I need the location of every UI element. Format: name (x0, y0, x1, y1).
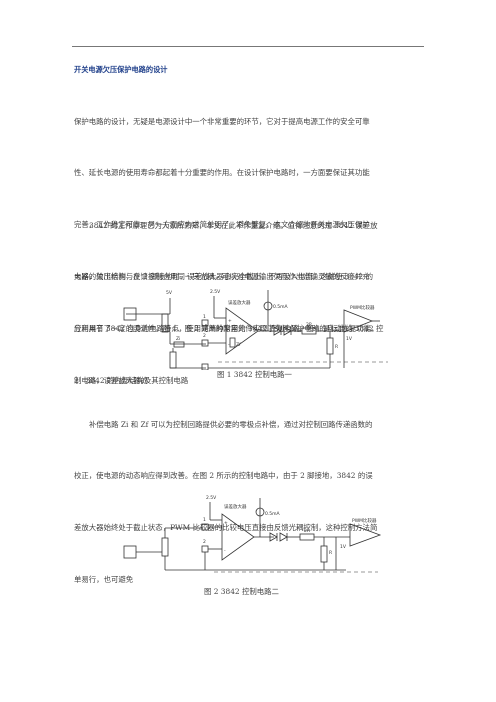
label-pwm: PWM比较器 (350, 304, 375, 311)
text-line: 差放大器始终处于截止状态，PWM 比较器的比较电压直接由反馈光耦控制，这种控制方… (74, 523, 378, 533)
text-line: 保护电路的设计，无疑是电源设计中一个非常重要的环节，它对于提高电源工作的安全可靠 (74, 116, 370, 126)
text-line: 电路，欠压检测与反馈控制合用同一只光耦，可以对电源输出欠压作出准确灵敏的反应并充 (74, 272, 370, 282)
text-line: 补偿电路 Zi 和 Zf 可以为控制回路提供必要的零极点补偿，通过对控制回路传递… (89, 419, 373, 429)
label-error-amp: 误差放大器 (224, 503, 247, 510)
header-rule (72, 46, 424, 47)
text-line: 制电路，误差放大器的 (74, 376, 148, 386)
label-pin1: 1 (203, 314, 206, 320)
text-line: 完善，工作稳定可靠；另一方面应力求简单明了，避免繁复。本文介绍的开关电源欠压保护 (74, 220, 370, 230)
text-line: 单易行，也可避免 (74, 575, 134, 585)
label-zi: Zi (176, 336, 180, 342)
label-pin2: 2 (203, 539, 206, 545)
label-plus: + (224, 520, 228, 526)
text-line: 分利用了 3842 自身的电路特点，使用简单的阻容元件实现了欠压保护电路的自动恢… (74, 324, 379, 334)
paragraph-compensation: 补偿电路 Zi 和 Zf 可以为控制回路提供必要的零极点补偿，通过对控制回路传递… (74, 381, 424, 606)
label-minus: - (228, 343, 230, 348)
text-line: 性、延长电源的使用寿命都起着十分重要的作用。在设计保护电路时，一方面要保证其功能 (74, 168, 370, 178)
label-2r: 2R (306, 322, 312, 328)
label-2-5v: 2.5V (206, 495, 217, 501)
label-error-amp: 误差放大器 (228, 299, 251, 306)
figure-1-circuit: 5V 2.5V 误差放大器 0.5mA 2R R 1V PWM比较器 Zi Zf… (123, 289, 388, 370)
paragraph-3842: 3842 的工作原理已为大家所熟知，本文在此不作重复介绍。值得注意的是 3842… (74, 182, 424, 407)
figure-2-circuit: 2.5V 误差放大器 0.5mA 2R R 1V PWM比较器 1 2 + - (123, 495, 382, 573)
text-line: 3842 的工作原理已为大家所熟知，本文在此不作重复介绍。值得注意的是 3842… (89, 220, 378, 230)
label-minus: - (224, 549, 226, 554)
paragraph-intro: 保护电路的设计，无疑是电源设计中一个非常重要的环节，它对于提高电源工作的安全可靠… (74, 78, 424, 407)
label-pin2: 2 (203, 333, 206, 339)
label-r: R (335, 344, 338, 350)
label-1v: 1V (340, 544, 347, 550)
label-pin1: 1 (203, 517, 206, 523)
text-line: 校正，使电源的动态响应得到改善。在图 2 所示的控制电路中，由于 2 脚接地，3… (74, 471, 373, 481)
label-plus: + (228, 318, 232, 324)
label-2r: 2R (304, 528, 310, 534)
label-current: 0.5mA (273, 304, 289, 310)
label-1v: 1V (346, 336, 353, 342)
section-heading: 2 3842 的内部结构及其控制电路 (74, 376, 189, 386)
figure-2-caption: 图 2 3842 控制电路二 (204, 587, 279, 596)
label-2-5v: 2.5V (210, 289, 221, 295)
text-line: 大器的输出结构，在 2 脚接地时，误差放大器会完全截止，不再吸入电流，这就使 3… (74, 272, 373, 282)
label-current: 0.5mA (265, 511, 281, 517)
label-pwm: PWM比较器 (352, 517, 377, 524)
figure-1-caption: 图 1 3842 控制电路一 (217, 370, 292, 379)
label-zf: Zf (236, 342, 241, 348)
document-title: 开关电源欠压保护电路的设计 (74, 65, 168, 74)
label-r: R (329, 550, 332, 556)
label-5v: 5V (166, 290, 173, 296)
